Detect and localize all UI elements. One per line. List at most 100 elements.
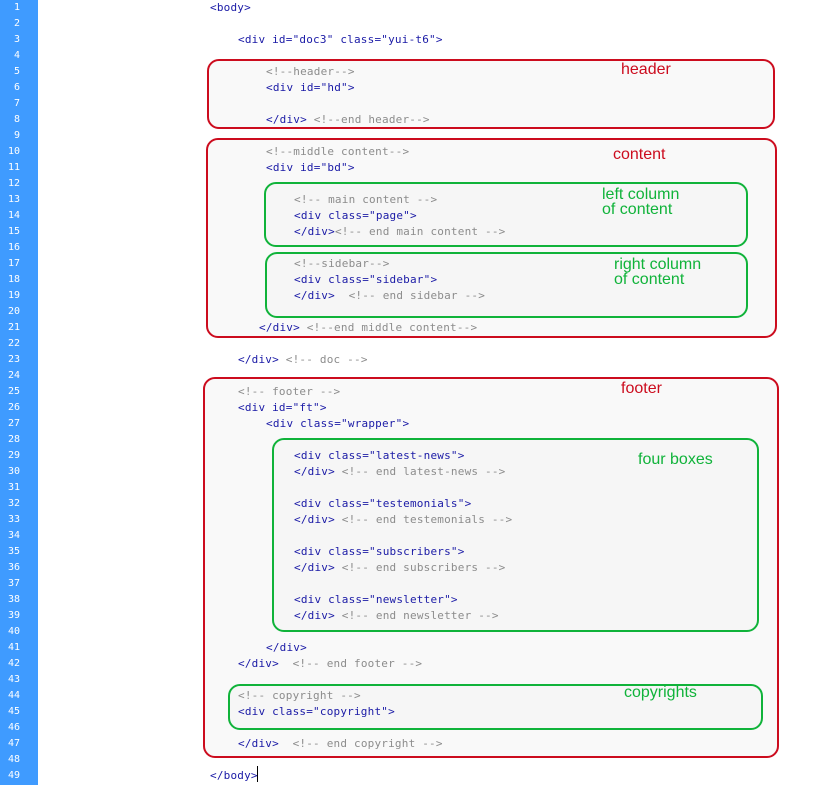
code-tag: <div class="latest-news"> bbox=[294, 449, 465, 462]
line-number: 14 bbox=[7, 210, 20, 221]
code-line: <!--middle content--> bbox=[266, 144, 409, 160]
code-tag: </div> bbox=[294, 513, 342, 526]
footer-label: footer bbox=[621, 380, 662, 397]
code-line: </div> <!-- end testemonials --> bbox=[294, 512, 512, 528]
line-number: 16 bbox=[7, 242, 20, 253]
line-number: 9 bbox=[13, 130, 20, 141]
right-column-box bbox=[265, 252, 748, 318]
code-line: <div class="sidebar"> bbox=[294, 272, 437, 288]
code-line: </div> <!--end middle content--> bbox=[259, 320, 477, 336]
code-tag: <div id="doc3" class="yui-t6"> bbox=[238, 33, 443, 46]
footer-section-box bbox=[203, 377, 779, 758]
line-number: 47 bbox=[7, 738, 20, 749]
code-line: <!--sidebar--> bbox=[294, 256, 390, 272]
line-number: 18 bbox=[7, 274, 20, 285]
code-line: <div class="page"> bbox=[294, 208, 417, 224]
code-tag: <div class="copyright"> bbox=[238, 705, 395, 718]
line-number: 34 bbox=[7, 530, 20, 541]
code-line: </div> <!-- doc --> bbox=[238, 352, 368, 368]
code-tag: </div> bbox=[259, 321, 307, 334]
code-comment: <!-- end main content --> bbox=[334, 225, 506, 238]
content-section-box bbox=[206, 138, 777, 338]
code-line: </div> <!-- end sidebar --> bbox=[294, 288, 485, 304]
line-number: 13 bbox=[7, 194, 20, 205]
line-number: 11 bbox=[7, 162, 20, 173]
code-line: <div id="doc3" class="yui-t6"> bbox=[238, 32, 443, 48]
line-number: 40 bbox=[7, 626, 20, 637]
code-tag: </body> bbox=[210, 769, 258, 782]
line-number: 21 bbox=[7, 322, 20, 333]
line-number: 23 bbox=[7, 354, 20, 365]
line-number: 30 bbox=[7, 466, 20, 477]
four-boxes-label: four boxes bbox=[638, 451, 713, 468]
code-comment: <!-- end copyright --> bbox=[292, 737, 443, 750]
line-number: 7 bbox=[13, 98, 20, 109]
code-comment: <!-- end testemonials --> bbox=[341, 513, 513, 526]
code-tag: </div> bbox=[266, 113, 314, 126]
code-line: <body> bbox=[210, 0, 251, 16]
code-line: <div class="newsletter"> bbox=[294, 592, 458, 608]
code-tag: </div> bbox=[294, 465, 342, 478]
code-comment: <!--end header--> bbox=[313, 113, 430, 126]
line-number: 45 bbox=[7, 706, 20, 717]
copyrights-label: copyrights bbox=[624, 684, 697, 701]
code-comment: <!--end middle content--> bbox=[306, 321, 478, 334]
line-number: 1 bbox=[13, 2, 20, 13]
code-line: <!--header--> bbox=[266, 64, 355, 80]
left-column-label: left column of content bbox=[602, 186, 680, 218]
line-number: 38 bbox=[7, 594, 20, 605]
line-number: 29 bbox=[7, 450, 20, 461]
code-line: </div> <!-- end latest-news --> bbox=[294, 464, 506, 480]
code-comment: <!-- doc --> bbox=[285, 353, 368, 366]
code-tag: <div class="testemonials"> bbox=[294, 497, 472, 510]
line-number: 42 bbox=[7, 658, 20, 669]
line-number: 37 bbox=[7, 578, 20, 589]
code-comment: <!-- end footer --> bbox=[292, 657, 423, 670]
code-tag: <div class="newsletter"> bbox=[294, 593, 458, 606]
line-number: 19 bbox=[7, 290, 20, 301]
line-number: 5 bbox=[13, 66, 20, 77]
code-comment: <!--sidebar--> bbox=[294, 257, 390, 270]
code-comment: <!-- end newsletter --> bbox=[341, 609, 499, 622]
line-number: 10 bbox=[7, 146, 20, 157]
code-line: </div> <!-- end newsletter --> bbox=[294, 608, 499, 624]
code-tag: <div class="page"> bbox=[294, 209, 417, 222]
code-line: </div> bbox=[266, 640, 307, 656]
code-comment: <!-- main content --> bbox=[294, 193, 438, 206]
code-tag: <div class="wrapper"> bbox=[266, 417, 410, 430]
code-line: </body> bbox=[210, 768, 258, 784]
line-number: 44 bbox=[7, 690, 20, 701]
content-label: content bbox=[613, 146, 666, 163]
line-number: 49 bbox=[7, 770, 20, 781]
code-line: </div> <!--end header--> bbox=[266, 112, 430, 128]
line-number: 33 bbox=[7, 514, 20, 525]
line-number: 27 bbox=[7, 418, 20, 429]
header-label: header bbox=[621, 61, 671, 78]
line-number: 48 bbox=[7, 754, 20, 765]
line-number: 35 bbox=[7, 546, 20, 557]
code-tag: <body> bbox=[210, 1, 251, 14]
code-tag: </div> bbox=[294, 561, 342, 574]
code-line: <div id="hd"> bbox=[266, 80, 355, 96]
code-tag: <div id="bd"> bbox=[266, 161, 355, 174]
code-line: </div> <!-- end subscribers --> bbox=[294, 560, 506, 576]
line-number: 17 bbox=[7, 258, 20, 269]
line-number: 4 bbox=[13, 50, 20, 61]
line-number: 31 bbox=[7, 482, 20, 493]
line-number: 43 bbox=[7, 674, 20, 685]
line-number: 3 bbox=[13, 34, 20, 45]
line-number: 22 bbox=[7, 338, 20, 349]
code-comment: <!--middle content--> bbox=[266, 145, 410, 158]
code-tag: <div class="subscribers"> bbox=[294, 545, 465, 558]
code-tag: </div> bbox=[294, 289, 349, 302]
code-tag: </div> bbox=[294, 609, 342, 622]
line-number: 28 bbox=[7, 434, 20, 445]
line-number: 46 bbox=[7, 722, 20, 733]
code-line: <div id="bd"> bbox=[266, 160, 355, 176]
code-line: </div> <!-- end copyright --> bbox=[238, 736, 443, 752]
code-line: </div> <!-- end footer --> bbox=[238, 656, 422, 672]
code-line: <!-- main content --> bbox=[294, 192, 437, 208]
code-tag: <div id="hd"> bbox=[266, 81, 355, 94]
line-number: 20 bbox=[7, 306, 20, 317]
code-line: <div class="subscribers"> bbox=[294, 544, 465, 560]
